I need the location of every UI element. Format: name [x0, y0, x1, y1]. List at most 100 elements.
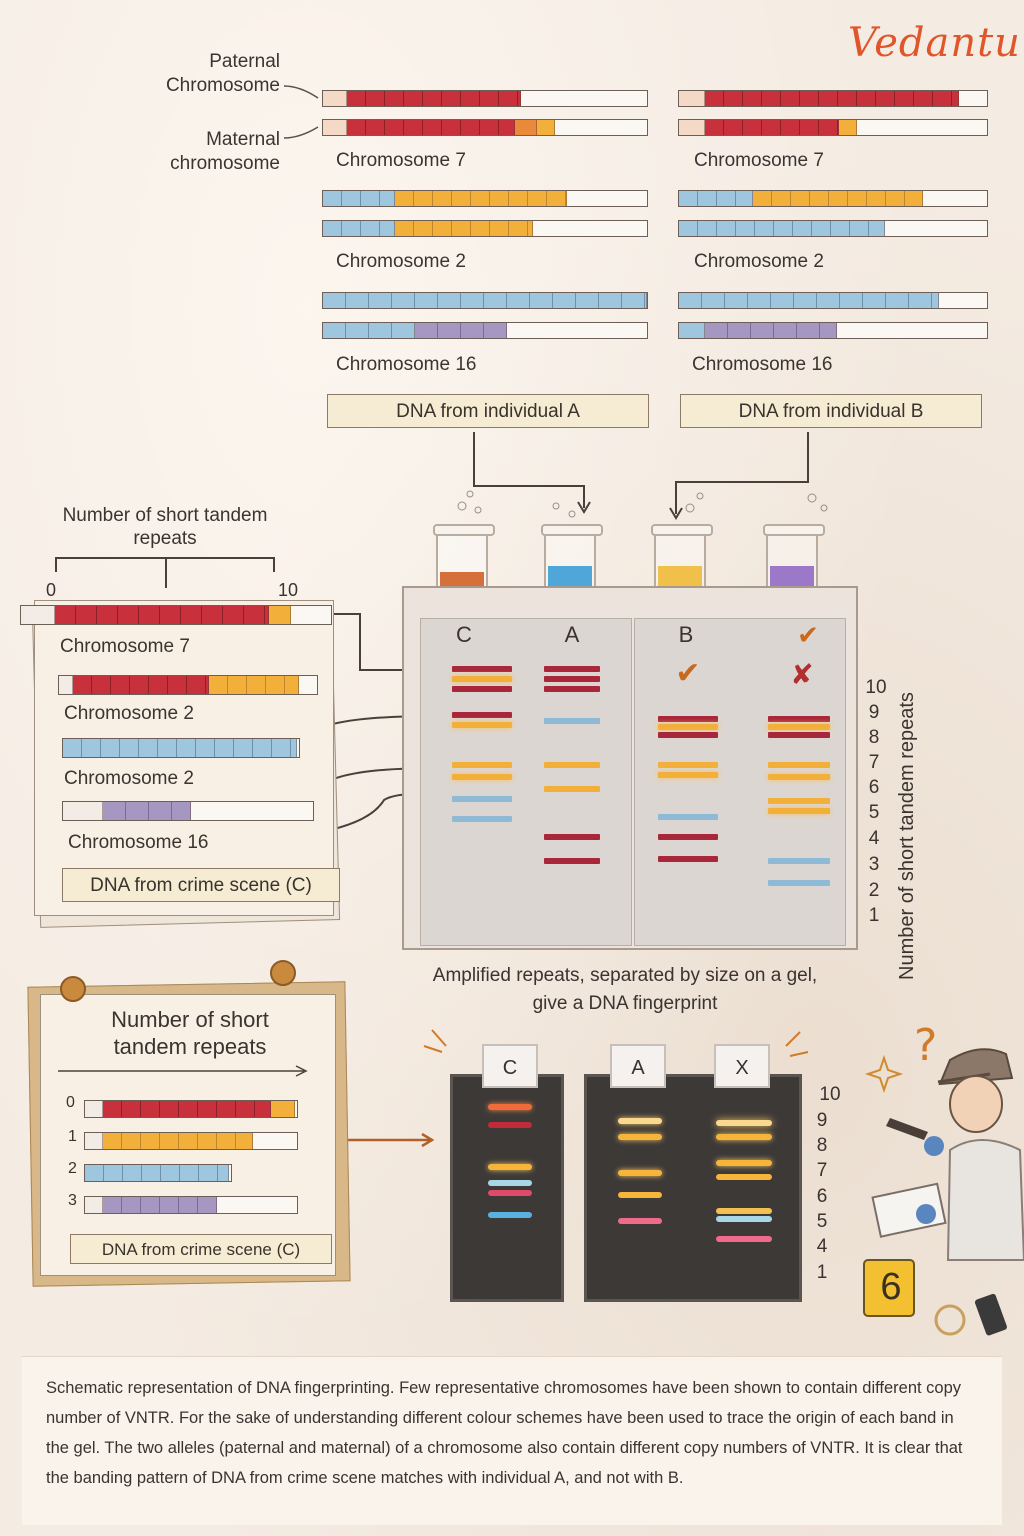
- arrow-right-icon: [58, 1065, 308, 1077]
- gel2-x-band-4: [716, 1174, 772, 1180]
- chr16-paternal-b: [678, 292, 988, 309]
- gel1-num-5: 5: [868, 802, 880, 823]
- band-b-1: [658, 716, 718, 722]
- scientist-illustration: ?: [863, 1020, 1024, 1336]
- gel2-x-band-7: [716, 1236, 772, 1242]
- band-b-2: [658, 724, 718, 730]
- str-title-note1: Number of short tandem repeats: [62, 505, 268, 549]
- band-b-7: [658, 834, 718, 840]
- band-b-3: [658, 732, 718, 738]
- pin-icon-right: [270, 960, 296, 986]
- band-d-6: [768, 798, 830, 804]
- chr2-label-a: Chromosome 2: [336, 251, 466, 272]
- dna-individual-a-box: DNA from individual A: [327, 394, 649, 428]
- gel1-num-1: 1: [868, 905, 880, 926]
- crime-scene-note: [34, 600, 334, 916]
- band-d-7: [768, 808, 830, 814]
- crime-scene-label-1: DNA from crime scene (C): [62, 868, 340, 902]
- band-d-9: [768, 880, 830, 886]
- chr2-maternal-b: [678, 220, 988, 237]
- chr2-paternal-b: [678, 190, 988, 207]
- band-b-8: [658, 856, 718, 862]
- cross-icon-d: ✘: [790, 659, 814, 690]
- chr7-label-b: Chromosome 7: [694, 150, 824, 171]
- gel2-a-band-2: [618, 1134, 662, 1140]
- paternal-label: Paternal Chromosome: [165, 51, 280, 96]
- chr7-maternal-a: [322, 119, 648, 136]
- gel-2-lane-c: [450, 1074, 564, 1302]
- note2-bar-1: [84, 1132, 298, 1150]
- caption-text: Schematic representation of DNA fingerpr…: [46, 1379, 963, 1487]
- gel1-lane-a: A: [564, 622, 580, 647]
- evidence-marker: 6: [880, 1266, 902, 1308]
- gel1-num-9: 9: [868, 702, 880, 723]
- note-chr2-bar-2: [62, 738, 300, 758]
- gel1-num-6: 6: [868, 777, 880, 798]
- gel-1-left-panel: [420, 618, 632, 946]
- note-chr2-label-1: Chromosome 2: [64, 703, 194, 724]
- chr16-maternal-a: [322, 322, 648, 339]
- chr7-paternal-a: [322, 90, 648, 107]
- gel2-num-9: 9: [816, 1110, 828, 1131]
- note2-row-2: 2: [68, 1160, 77, 1177]
- band-a-4: [544, 718, 600, 724]
- gel2-a-band-4: [618, 1192, 662, 1198]
- band-d-5: [768, 774, 830, 780]
- chr2-paternal-a: [322, 190, 648, 207]
- gel-caption: Amplified repeats, separated by size on …: [432, 965, 818, 1014]
- pin-icon-left: [60, 976, 86, 1002]
- band-a-2: [544, 676, 600, 682]
- band-c-3: [452, 686, 512, 692]
- gel2-x-band-5: [716, 1208, 772, 1214]
- note-chr7-label: Chromosome 7: [60, 636, 190, 657]
- gel2-c-band-4: [488, 1180, 532, 1186]
- gel1-num-10: 10: [865, 677, 887, 698]
- gel2-x-band-1: [716, 1120, 772, 1126]
- note2-bar-2: [84, 1164, 232, 1182]
- band-c-5: [452, 722, 512, 728]
- gel2-x-band-3: [716, 1160, 772, 1166]
- gel2-tube-a: A: [610, 1044, 666, 1088]
- chr7-maternal-b: [678, 119, 988, 136]
- gel2-c-band-5: [488, 1190, 532, 1196]
- band-c-7: [452, 774, 512, 780]
- gel2-num-8: 8: [816, 1135, 828, 1156]
- scale-min: 0: [46, 580, 57, 600]
- gel2-tube-c: C: [482, 1044, 538, 1088]
- band-c-2: [452, 676, 512, 682]
- gel1-lane-b: B: [678, 622, 694, 647]
- chr16-maternal-b: [678, 322, 988, 339]
- band-a-6: [544, 786, 600, 792]
- band-d-4: [768, 762, 830, 768]
- note2-bar-3: [84, 1196, 298, 1214]
- note-chr16-label: Chromosome 16: [68, 832, 209, 853]
- caption-box: Schematic representation of DNA fingerpr…: [22, 1356, 1002, 1525]
- gel2-a-band-5: [618, 1218, 662, 1224]
- check-icon-b: ✔: [675, 657, 701, 690]
- scale-max: 10: [278, 580, 299, 600]
- gel1-num-3: 3: [868, 854, 880, 875]
- gel2-num-5: 5: [816, 1211, 828, 1232]
- chr16-label-a: Chromosome 16: [336, 354, 477, 375]
- vedantu-logo: Vedantu: [848, 20, 1021, 66]
- band-d-8: [768, 858, 830, 864]
- gel2-x-band-6: [716, 1216, 772, 1222]
- band-c-9: [452, 816, 512, 822]
- check-icon-lane-4: ✔: [797, 620, 819, 650]
- band-b-4: [658, 762, 718, 768]
- note2-row-3: 3: [68, 1192, 77, 1209]
- gel1-num-8: 8: [868, 727, 880, 748]
- note2-row-1: 1: [68, 1128, 77, 1145]
- chr2-label-b: Chromosome 2: [694, 251, 824, 272]
- gel1-lane-c: C: [456, 622, 472, 647]
- gel2-c-band-1: [488, 1104, 532, 1110]
- band-a-7: [544, 834, 600, 840]
- band-b-5: [658, 772, 718, 778]
- band-d-2: [768, 724, 830, 730]
- gel2-num-4: 4: [816, 1236, 828, 1257]
- note2-bar-0: [84, 1100, 298, 1118]
- y-axis-label: Number of short tandem repeats: [896, 692, 918, 980]
- chr16-paternal-a: [322, 292, 648, 309]
- band-c-6: [452, 762, 512, 768]
- gel2-num-7: 7: [816, 1160, 828, 1181]
